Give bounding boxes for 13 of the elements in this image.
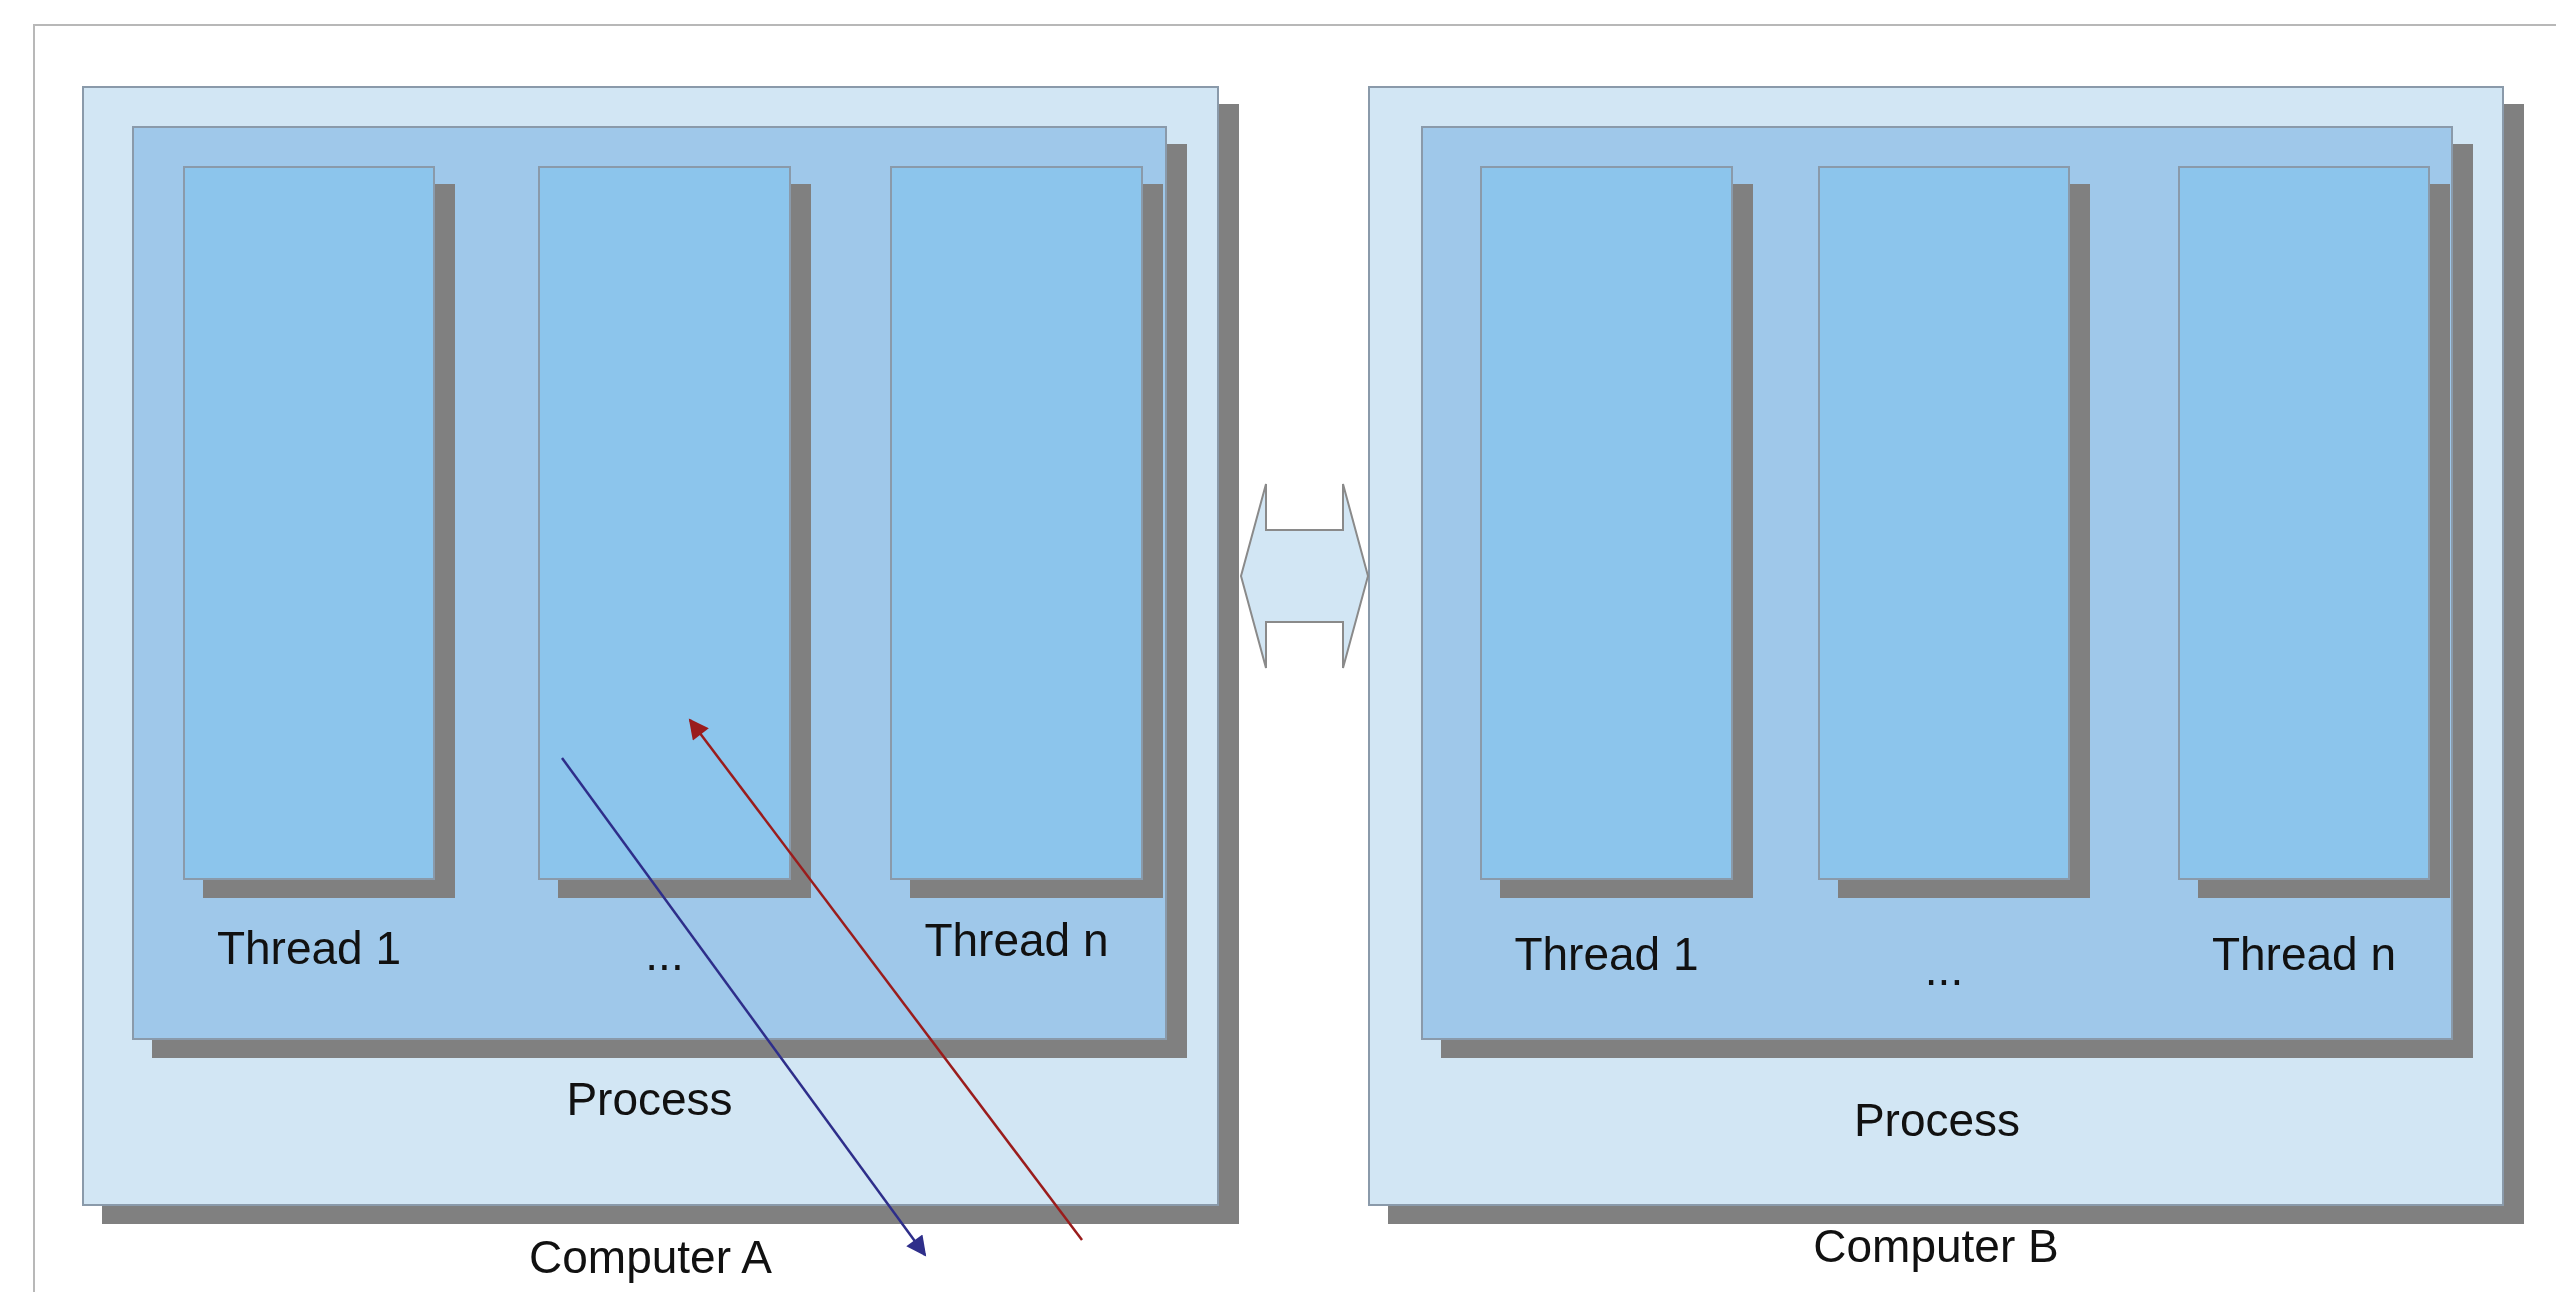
computer-label: Computer B bbox=[1812, 1219, 2060, 1273]
thread-label: Thread n bbox=[2210, 927, 2398, 981]
thread-label: Thread 1 bbox=[215, 921, 403, 975]
arrow bbox=[688, 718, 1083, 1241]
thread-label: Thread n bbox=[923, 913, 1110, 967]
thread-label: ... bbox=[644, 927, 685, 981]
computer-label: Computer A bbox=[528, 1230, 773, 1284]
thread-label: ... bbox=[1923, 942, 1965, 996]
double-arrow bbox=[1239, 483, 1370, 669]
process-label: Process bbox=[1852, 1093, 2022, 1147]
process-label: Process bbox=[565, 1072, 734, 1126]
arrow bbox=[561, 757, 927, 1257]
thread-label: Thread 1 bbox=[1513, 927, 1700, 981]
